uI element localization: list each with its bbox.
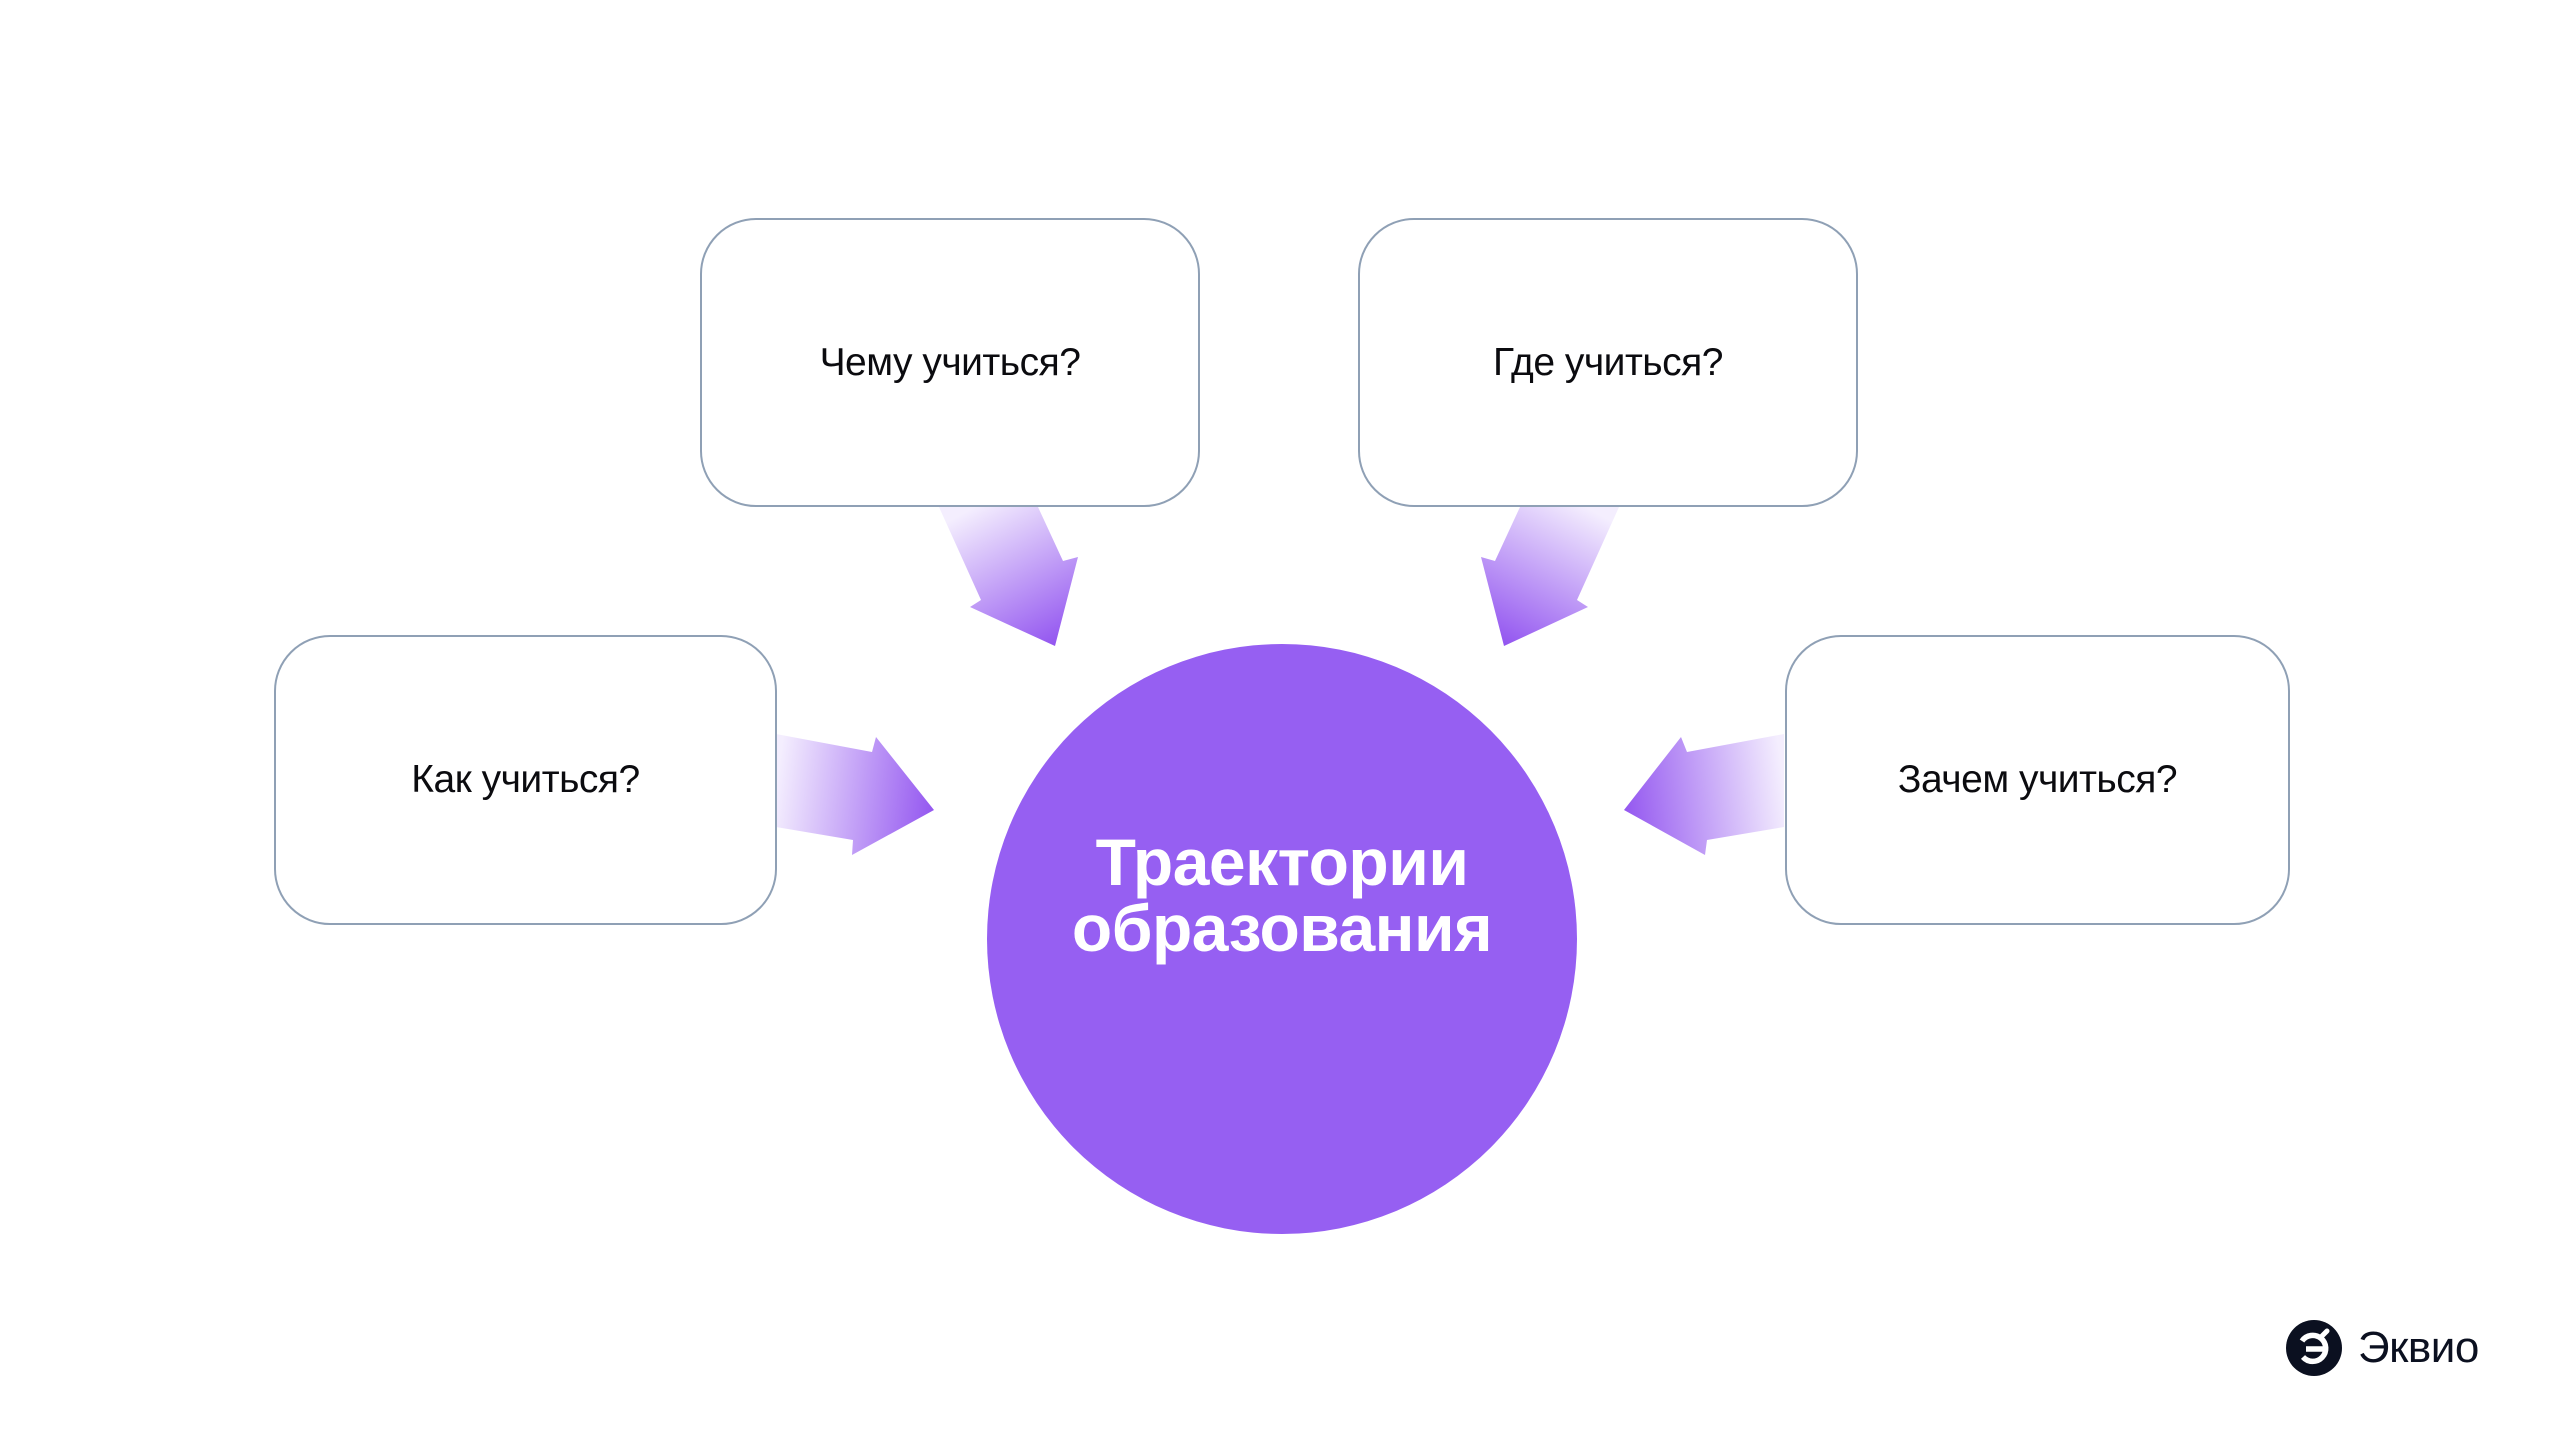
center-title: Траектории образования bbox=[1071, 825, 1493, 965]
brand-name: Эквио bbox=[2358, 1323, 2479, 1372]
ekvio-logo-icon bbox=[2286, 1320, 2342, 1376]
node-label: Чему учиться? bbox=[819, 340, 1081, 384]
node-what-to-learn: Чему учиться? bbox=[700, 218, 1200, 507]
node-how-to-learn: Как учиться? bbox=[274, 635, 777, 925]
center-node: Траектории образования bbox=[987, 644, 1577, 1234]
arrow-what-to-center bbox=[939, 507, 1078, 646]
node-why-learn: Зачем учиться? bbox=[1785, 635, 2290, 925]
center-title-line2: образования bbox=[1071, 891, 1493, 965]
center-title-line1: Траектории bbox=[1095, 825, 1469, 899]
arrow-where-to-center bbox=[1481, 507, 1619, 646]
node-label: Где учиться? bbox=[1493, 340, 1723, 384]
node-label: Зачем учиться? bbox=[1897, 758, 2178, 801]
node-where-to-learn: Где учиться? bbox=[1358, 218, 1858, 507]
arrow-how-to-center bbox=[776, 734, 934, 855]
node-label: Как учиться? bbox=[411, 758, 640, 801]
arrow-why-to-center bbox=[1624, 734, 1784, 855]
brand-logo: Эквио bbox=[2286, 1320, 2479, 1376]
